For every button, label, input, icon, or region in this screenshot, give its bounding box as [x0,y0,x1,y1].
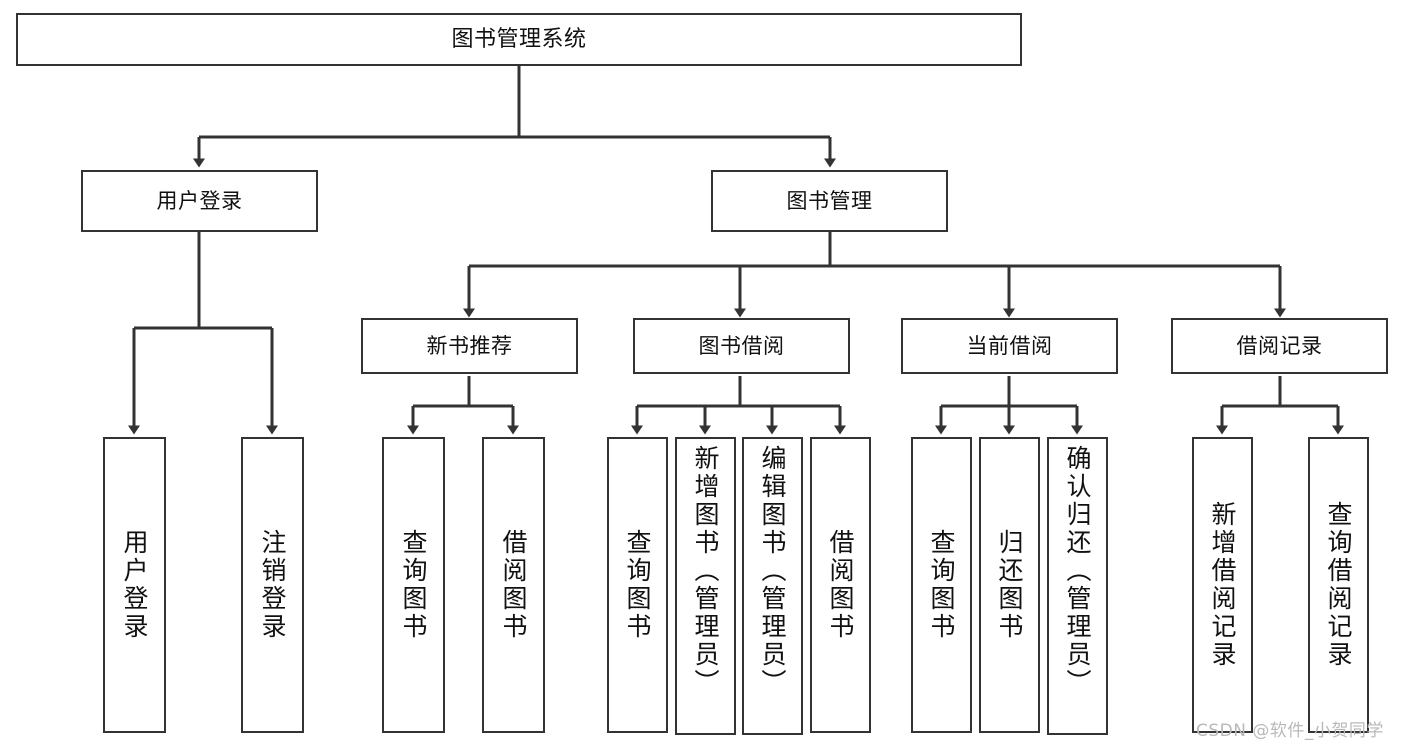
node-leaf-borrow-books-1-label: 借阅图书 [499,529,528,641]
node-leaf-query-books-1[interactable]: 查询图书 [382,437,445,733]
node-leaf-user-login[interactable]: 用户登录 [103,437,166,733]
node-leaf-logout-login[interactable]: 注销登录 [241,437,304,733]
node-leaf-query-books-2-label: 查询图书 [623,529,652,641]
node-root-label: 图书管理系统 [451,26,587,52]
node-root[interactable]: 图书管理系统 [16,13,1022,66]
watermark: CSDN @软件_小贺同学 [1196,721,1384,741]
node-leaf-edit-book-admin[interactable]: 编辑图书（管理员） [742,437,803,735]
node-book-management[interactable]: 图书管理 [711,170,948,232]
node-leaf-query-books-1-label: 查询图书 [399,529,428,641]
node-leaf-user-login-label: 用户登录 [120,529,149,641]
node-leaf-add-book-admin[interactable]: 新增图书（管理员） [675,437,736,735]
node-new-book-recommend-label: 新书推荐 [426,333,513,358]
node-leaf-borrow-books-2-label: 借阅图书 [826,529,855,641]
node-leaf-query-books-3-label: 查询图书 [927,529,956,641]
node-leaf-borrow-books-1[interactable]: 借阅图书 [482,437,545,733]
node-borrow-record[interactable]: 借阅记录 [1171,318,1388,374]
node-book-borrow-label: 图书借阅 [698,333,785,358]
node-current-borrow-label: 当前借阅 [966,333,1053,358]
node-leaf-return-books-label: 归还图书 [995,529,1024,641]
node-leaf-add-book-admin-label: 新增图书（管理员） [691,445,720,697]
node-leaf-borrow-books-2[interactable]: 借阅图书 [810,437,871,733]
node-new-book-recommend[interactable]: 新书推荐 [361,318,578,374]
node-leaf-confirm-return-admin-label: 确认归还（管理员） [1063,445,1092,697]
node-leaf-edit-book-admin-label: 编辑图书（管理员） [758,445,787,697]
node-leaf-add-borrow-record[interactable]: 新增借阅记录 [1192,437,1253,733]
node-book-borrow[interactable]: 图书借阅 [633,318,850,374]
node-leaf-confirm-return-admin[interactable]: 确认归还（管理员） [1047,437,1108,735]
node-leaf-query-borrow-record-label: 查询借阅记录 [1324,501,1353,669]
node-borrow-record-label: 借阅记录 [1236,333,1323,358]
node-leaf-return-books[interactable]: 归还图书 [979,437,1040,733]
node-leaf-query-books-3[interactable]: 查询图书 [911,437,972,733]
node-user-login[interactable]: 用户登录 [81,170,318,232]
node-current-borrow[interactable]: 当前借阅 [901,318,1118,374]
node-leaf-logout-login-label: 注销登录 [258,529,287,641]
node-leaf-query-books-2[interactable]: 查询图书 [607,437,668,733]
node-leaf-add-borrow-record-label: 新增借阅记录 [1208,501,1237,669]
node-leaf-query-borrow-record[interactable]: 查询借阅记录 [1308,437,1369,733]
node-book-management-label: 图书管理 [786,188,873,213]
node-user-login-label: 用户登录 [156,188,243,213]
